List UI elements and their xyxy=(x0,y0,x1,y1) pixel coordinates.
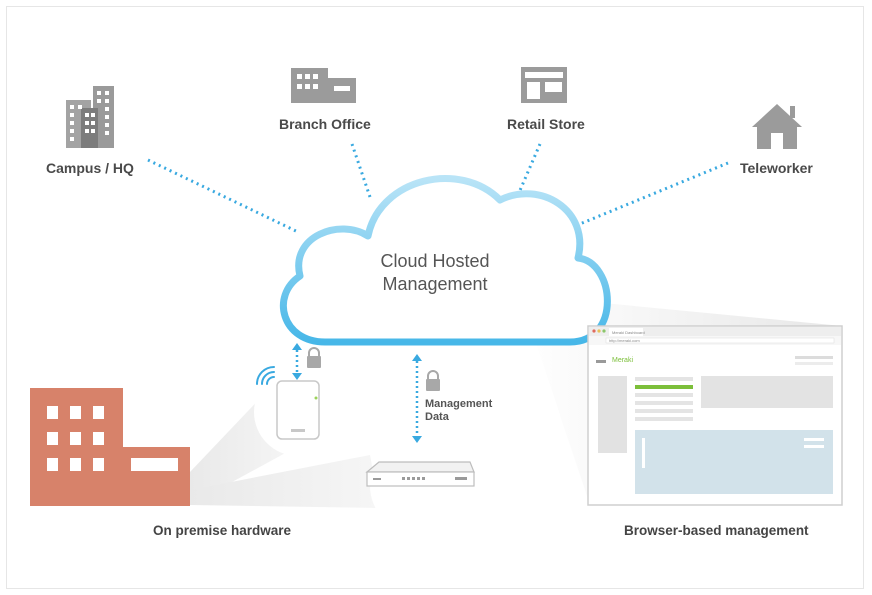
connector-branch xyxy=(350,143,372,198)
browser-url: http://meraki.com xyxy=(609,338,640,343)
campus-building-icon xyxy=(66,86,114,148)
branch-office-label: Branch Office xyxy=(279,116,371,132)
office-building-icon xyxy=(30,388,190,506)
management-data-line2: Data xyxy=(425,411,449,423)
cloud-label-line1: Cloud Hosted xyxy=(380,251,490,271)
browser-management-label: Browser-based management xyxy=(624,523,809,538)
access-point-icon xyxy=(276,380,320,440)
retail-store-icon xyxy=(521,67,567,103)
cloud-shape xyxy=(280,175,611,346)
lock-icon xyxy=(426,370,440,391)
lock-icon xyxy=(307,347,321,368)
campus-label: Campus / HQ xyxy=(46,160,134,176)
teleworker-label: Teleworker xyxy=(740,160,813,176)
management-data-label: Management Data xyxy=(425,398,492,424)
cloud-label: Cloud Hosted Management xyxy=(340,250,530,296)
management-data-line1: Management xyxy=(425,398,493,410)
browser-window xyxy=(587,325,843,506)
wifi-icon xyxy=(256,366,275,385)
browser-tab-label: Meraki Dashboard xyxy=(612,330,645,335)
retail-store-label: Retail Store xyxy=(507,116,585,132)
connector-campus xyxy=(147,158,299,234)
house-icon xyxy=(752,104,802,149)
connector-retail xyxy=(516,143,542,196)
browser-brand: Meraki xyxy=(612,357,634,364)
branch-office-icon xyxy=(291,68,356,103)
hardware-cone-appliance xyxy=(190,455,380,508)
security-appliance-icon xyxy=(365,461,475,487)
on-premise-label: On premise hardware xyxy=(153,523,292,538)
cloud-label-line2: Management xyxy=(382,274,488,294)
connector-teleworker xyxy=(574,161,729,228)
